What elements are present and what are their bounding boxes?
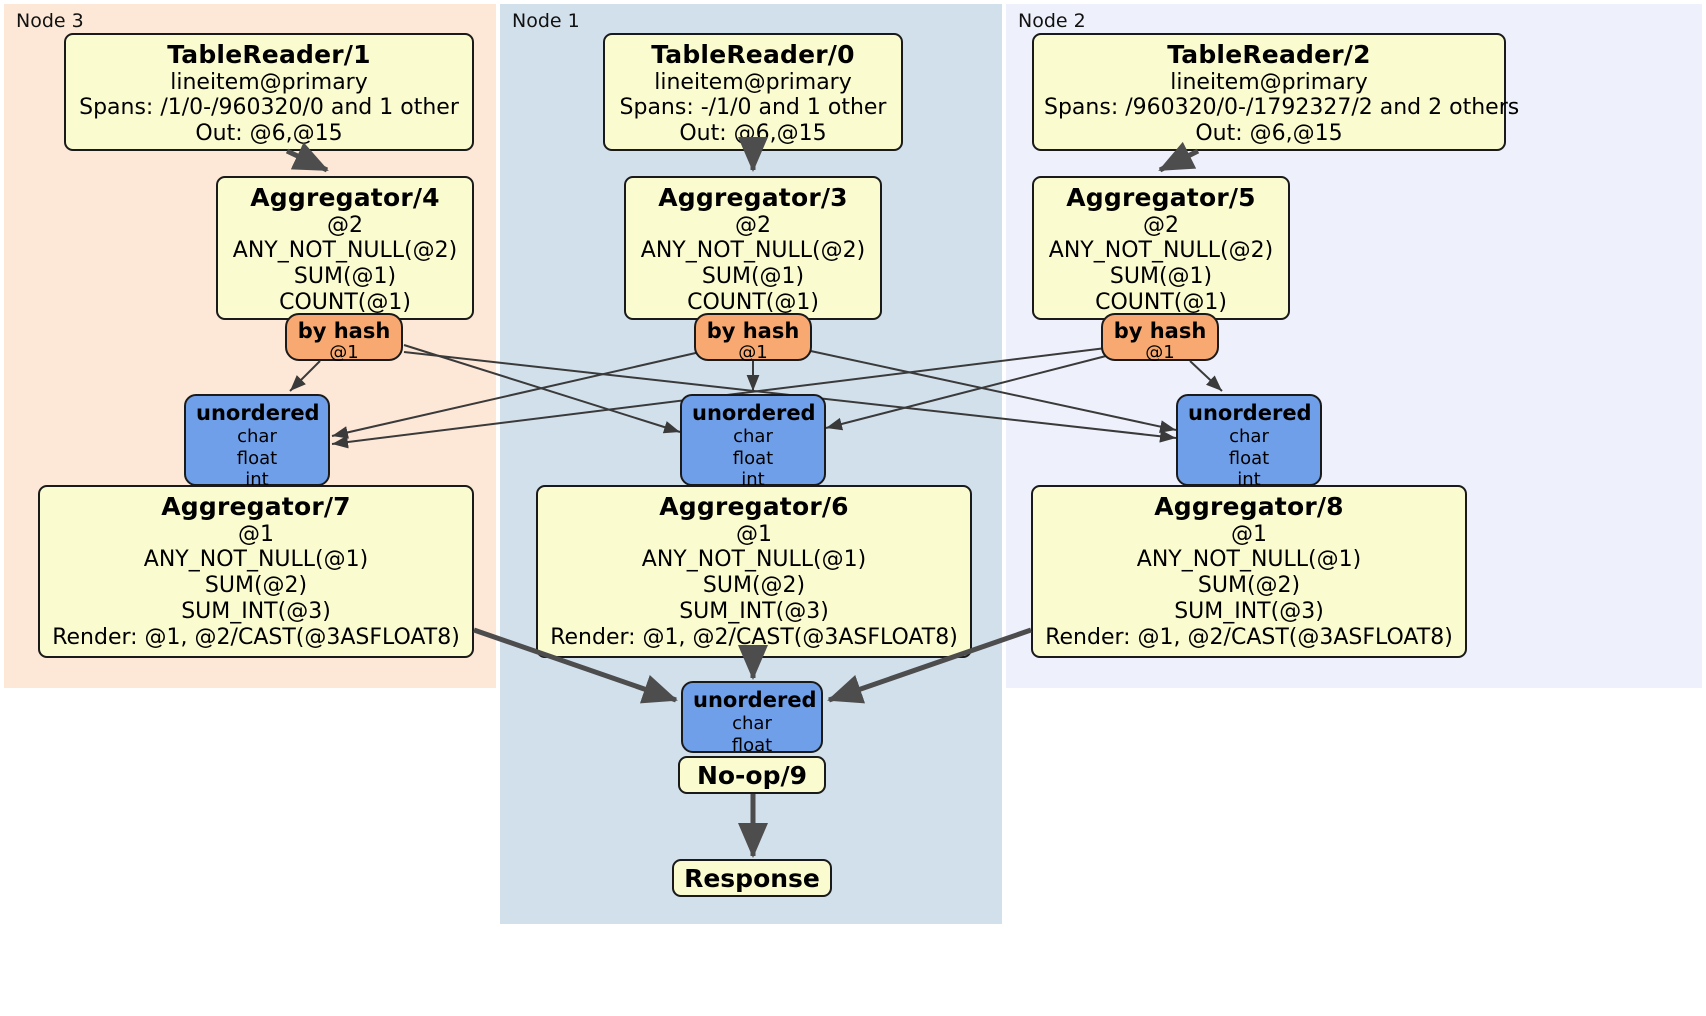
aggregator-7-line-0: @1 (238, 521, 274, 547)
table-reader-0-box[interactable]: TableReader/0 lineitem@primary Spans: -/… (603, 33, 903, 151)
by-hash-router-node1[interactable]: by hash @1 (694, 313, 812, 364)
unordered-node3-title: unordered (196, 401, 320, 425)
table-reader-1-line-1: Spans: /1/0-/960320/0 and 1 other (79, 95, 459, 121)
unordered-node2-title: unordered (1188, 401, 1312, 425)
aggregator-4-line-2: SUM(@1) (293, 264, 397, 290)
table-reader-1-line-0: lineitem@primary (170, 69, 368, 95)
aggregator-3-line-1: ANY_NOT_NULL(@2) (640, 238, 866, 264)
unordered-node3-line-0: char (237, 426, 277, 448)
table-reader-0-line-1: Spans: -/1/0 and 1 other (619, 95, 887, 121)
by-hash-node3-line: @1 (329, 342, 359, 364)
table-reader-2-line-2: Out: @6,@15 (1195, 121, 1343, 147)
table-reader-2-line-1: Spans: /960320/0-/1792327/2 and 2 others (1044, 95, 1520, 121)
aggregator-8-line-2: SUM(@2) (1197, 573, 1301, 599)
by-hash-node2-line: @1 (1145, 342, 1175, 364)
aggregator-4-line-0: @2 (327, 212, 363, 238)
unordered-synchronizer-node2[interactable]: unordered char float int (1176, 394, 1322, 490)
noop-9-box[interactable]: No-op/9 (678, 756, 826, 794)
table-reader-0-line-2: Out: @6,@15 (679, 121, 827, 147)
aggregator-8-line-4: Render: @1, @2/CAST(@3ASFLOAT8) (1045, 625, 1453, 651)
node-panel-label-node2: Node 2 (1018, 10, 1086, 32)
aggregator-4-title: Aggregator/4 (250, 183, 440, 212)
unordered-synchronizer-node1[interactable]: unordered char float int (680, 394, 826, 490)
by-hash-node1-line: @1 (738, 342, 768, 364)
aggregator-6-line-2: SUM(@2) (702, 573, 806, 599)
aggregator-3-line-2: SUM(@1) (701, 264, 805, 290)
table-reader-1-box[interactable]: TableReader/1 lineitem@primary Spans: /1… (64, 33, 474, 151)
aggregator-3-title: Aggregator/3 (658, 183, 848, 212)
response-title: Response (684, 863, 820, 893)
aggregator-8-title: Aggregator/8 (1154, 492, 1344, 521)
by-hash-node1-title: by hash (706, 319, 800, 343)
by-hash-node3-title: by hash (297, 319, 391, 343)
unordered-node1-line-1: float (732, 447, 774, 469)
unordered-final-line-0: char (732, 713, 772, 735)
aggregator-3-line-3: COUNT(@1) (687, 290, 819, 316)
node-panel-label-node1: Node 1 (512, 10, 580, 32)
aggregator-7-line-2: SUM(@2) (204, 573, 308, 599)
aggregator-5-title: Aggregator/5 (1066, 183, 1256, 212)
aggregator-6-line-0: @1 (736, 521, 772, 547)
unordered-synchronizer-final[interactable]: unordered char float (681, 681, 823, 756)
aggregator-5-line-0: @2 (1143, 212, 1179, 238)
table-reader-2-line-0: lineitem@primary (1170, 69, 1368, 95)
aggregator-7-title: Aggregator/7 (161, 492, 351, 521)
unordered-node3-line-1: float (236, 447, 278, 469)
table-reader-1-line-2: Out: @6,@15 (195, 121, 343, 147)
aggregator-5-box[interactable]: Aggregator/5 @2 ANY_NOT_NULL(@2) SUM(@1)… (1032, 176, 1290, 320)
node-panel-label-node3: Node 3 (16, 10, 84, 32)
aggregator-3-box[interactable]: Aggregator/3 @2 ANY_NOT_NULL(@2) SUM(@1)… (624, 176, 882, 320)
aggregator-5-line-1: ANY_NOT_NULL(@2) (1048, 238, 1274, 264)
aggregator-8-line-0: @1 (1231, 521, 1267, 547)
aggregator-6-box[interactable]: Aggregator/6 @1 ANY_NOT_NULL(@1) SUM(@2)… (536, 485, 972, 658)
noop-9-title: No-op/9 (696, 760, 808, 790)
aggregator-4-line-3: COUNT(@1) (279, 290, 411, 316)
aggregator-7-line-3: SUM_INT(@3) (181, 599, 331, 625)
unordered-node1-line-0: char (733, 426, 773, 448)
table-reader-2-title: TableReader/2 (1167, 40, 1371, 69)
aggregator-5-line-3: COUNT(@1) (1095, 290, 1227, 316)
table-reader-1-title: TableReader/1 (167, 40, 371, 69)
unordered-final-line-1: float (731, 734, 773, 756)
table-reader-2-box[interactable]: TableReader/2 lineitem@primary Spans: /9… (1032, 33, 1520, 151)
aggregator-7-box[interactable]: Aggregator/7 @1 ANY_NOT_NULL(@1) SUM(@2)… (38, 485, 474, 658)
response-box[interactable]: Response (672, 859, 832, 897)
by-hash-router-node2[interactable]: by hash @1 (1101, 313, 1219, 364)
aggregator-6-line-4: Render: @1, @2/CAST(@3ASFLOAT8) (550, 625, 958, 651)
aggregator-7-line-4: Render: @1, @2/CAST(@3ASFLOAT8) (52, 625, 460, 651)
unordered-synchronizer-node3[interactable]: unordered char float int (184, 394, 330, 490)
aggregator-8-line-3: SUM_INT(@3) (1174, 599, 1324, 625)
aggregator-4-box[interactable]: Aggregator/4 @2 ANY_NOT_NULL(@2) SUM(@1)… (216, 176, 474, 320)
unordered-node1-title: unordered (692, 401, 816, 425)
table-reader-0-line-0: lineitem@primary (654, 69, 852, 95)
unordered-final-title: unordered (693, 688, 817, 712)
aggregator-5-line-2: SUM(@1) (1109, 264, 1213, 290)
table-reader-0-title: TableReader/0 (651, 40, 855, 69)
aggregator-4-line-1: ANY_NOT_NULL(@2) (232, 238, 458, 264)
aggregator-6-title: Aggregator/6 (659, 492, 849, 521)
unordered-node2-line-1: float (1228, 447, 1270, 469)
aggregator-8-box[interactable]: Aggregator/8 @1 ANY_NOT_NULL(@1) SUM(@2)… (1031, 485, 1467, 658)
aggregator-3-line-0: @2 (735, 212, 771, 238)
aggregator-6-line-1: ANY_NOT_NULL(@1) (641, 547, 867, 573)
by-hash-node2-title: by hash (1113, 319, 1207, 343)
aggregator-7-line-1: ANY_NOT_NULL(@1) (143, 547, 369, 573)
unordered-node2-line-0: char (1229, 426, 1269, 448)
aggregator-8-line-1: ANY_NOT_NULL(@1) (1136, 547, 1362, 573)
aggregator-6-line-3: SUM_INT(@3) (679, 599, 829, 625)
by-hash-router-node3[interactable]: by hash @1 (285, 313, 403, 364)
